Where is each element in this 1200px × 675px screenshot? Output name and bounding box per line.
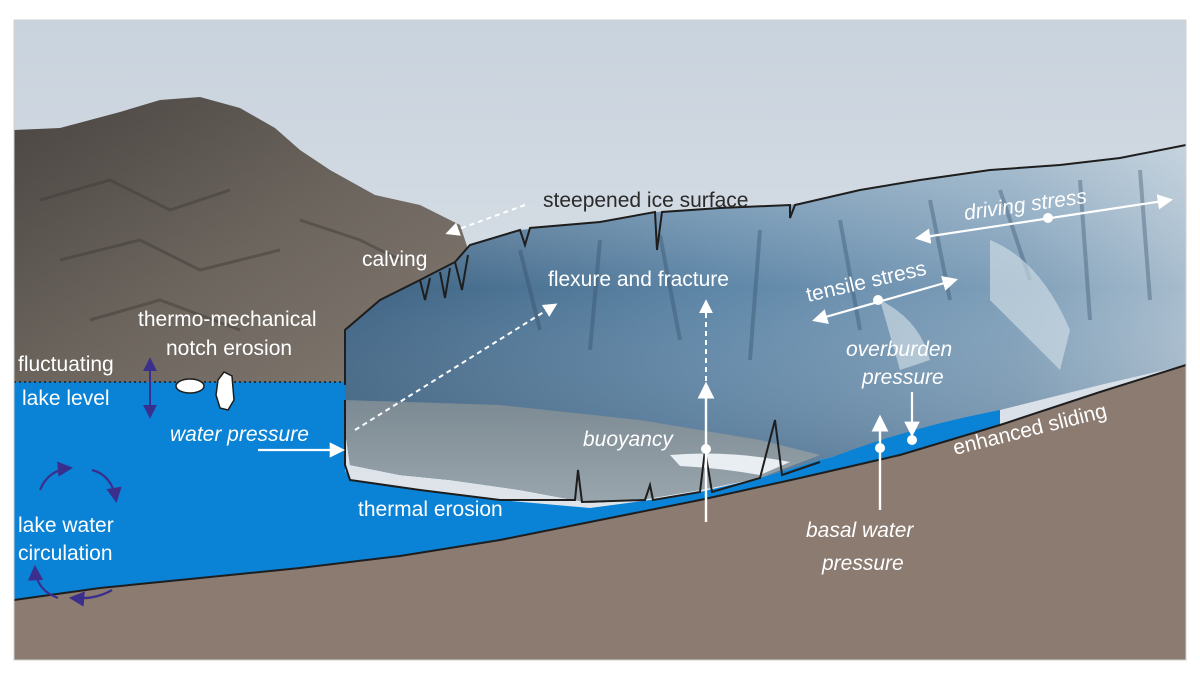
mountain (14, 97, 470, 385)
label-steepened-ice-surface: steepened ice surface (543, 189, 748, 212)
tensile-stress-arrow (812, 275, 958, 325)
label-lake-water: lake water (18, 514, 114, 537)
bed-outline (13, 364, 1187, 601)
circulation-arrow-top-right (91, 468, 122, 504)
calving-dashed-arrow (445, 204, 526, 236)
water-pressure-dashed-arrow (354, 303, 558, 431)
label-flexure-and-fracture: flexure and fracture (548, 268, 729, 291)
driving-stress-point (1043, 213, 1053, 223)
lake (14, 382, 1000, 600)
diagram-frame (13, 19, 1187, 661)
floating-ice-foam (670, 453, 790, 475)
label-notch-erosion: notch erosion (166, 337, 292, 360)
circulation-arrow-bottom-right (68, 589, 113, 607)
circulation-arrow-bottom-left (27, 564, 59, 600)
overburden-point (907, 435, 917, 445)
ice-surface-outline (344, 144, 1187, 385)
label-overburden-pressure: pressure (861, 366, 944, 389)
label-buoyancy: buoyancy (583, 428, 674, 451)
iceberg-small (175, 378, 205, 394)
tensile-stress-point (873, 295, 883, 305)
ice-highlights (880, 240, 1070, 370)
bedrock (14, 365, 1186, 660)
buoyancy-point (701, 444, 711, 454)
basal-water-point (875, 443, 885, 453)
label-fluctuating: fluctuating (18, 353, 114, 376)
ice-front-outline (344, 400, 821, 504)
label-circulation: circulation (18, 542, 113, 565)
mountain-texture (39, 178, 401, 332)
label-basal-water-pressure: pressure (821, 552, 904, 575)
label-overburden: overburden (846, 338, 952, 361)
label-water-pressure: water pressure (170, 423, 309, 446)
label-calving: calving (362, 248, 427, 271)
label-thermo-mechanical: thermo-mechanical (138, 308, 317, 331)
circulation-arrow-top-left (38, 461, 74, 491)
label-thermal-erosion: thermal erosion (358, 498, 503, 521)
label-lake-level: lake level (22, 387, 110, 410)
iceberg-tall (215, 371, 235, 411)
calving-icicles (419, 254, 469, 301)
label-basal-water: basal water (806, 519, 914, 542)
